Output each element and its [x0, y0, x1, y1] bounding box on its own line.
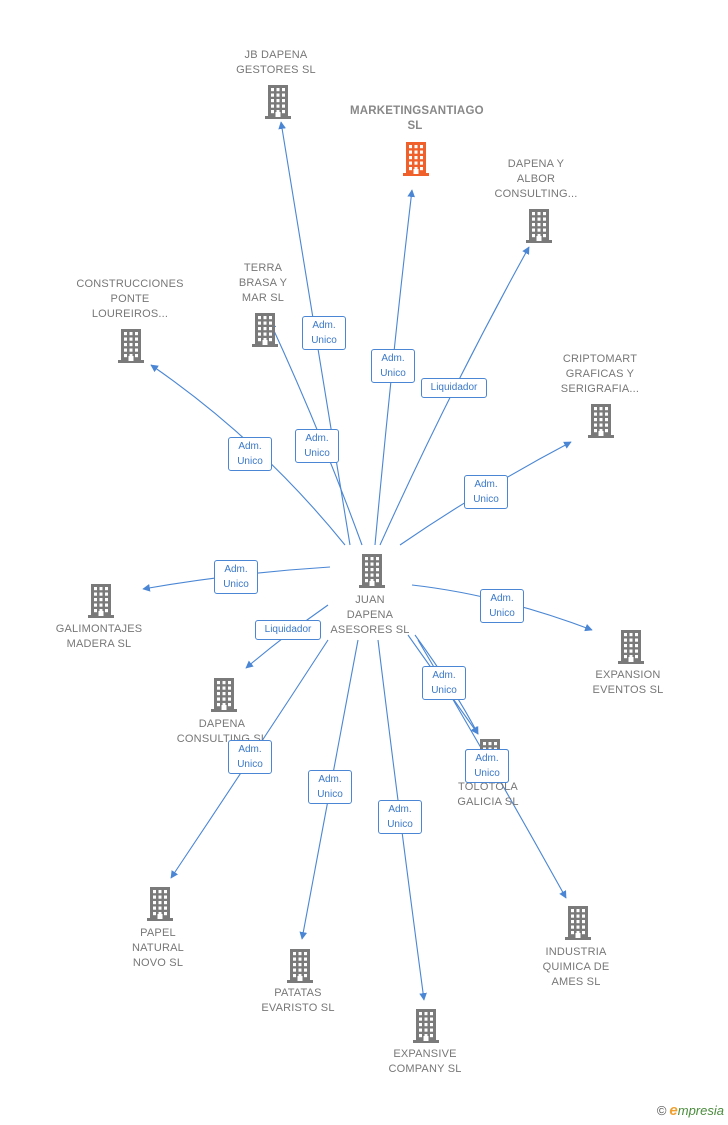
company-name[interactable]: CONSTRUCCIONES PONTE LOUREIROS...	[76, 277, 184, 320]
company-name[interactable]: JB DAPENA GESTORES SL	[236, 49, 316, 76]
relation-label[interactable]: Adm. Unico	[422, 666, 466, 700]
relation-label[interactable]: Adm. Unico	[302, 316, 346, 350]
building-icon[interactable]	[86, 582, 116, 618]
relation-label[interactable]: Adm. Unico	[378, 800, 422, 834]
company-name[interactable]: EXPANSIVE COMPANY SL	[388, 1048, 462, 1075]
relation-label[interactable]: Adm. Unico	[295, 429, 339, 463]
relation-label[interactable]: Liquidador	[255, 620, 321, 640]
relation-label[interactable]: Adm. Unico	[228, 740, 272, 774]
company-name[interactable]: DAPENA Y ALBOR CONSULTING...	[494, 157, 578, 200]
building-icon[interactable]	[524, 207, 554, 243]
relation-label[interactable]: Liquidador	[421, 378, 487, 398]
building-icon[interactable]	[401, 140, 431, 176]
copyright-symbol: ©	[656, 1103, 667, 1118]
building-icon[interactable]	[616, 628, 646, 664]
center-company-name[interactable]: JUAN DAPENA ASESORES SL	[330, 593, 410, 636]
building-icon[interactable]	[411, 1007, 441, 1043]
building-icon[interactable]	[586, 402, 616, 438]
company-name[interactable]: GALIMONTAJES MADERA SL	[55, 623, 143, 650]
relation-label[interactable]: Adm. Unico	[464, 475, 508, 509]
relation-label[interactable]: Adm. Unico	[214, 560, 258, 594]
company-name[interactable]: MARKETINGSANTIAGO SL	[350, 105, 484, 132]
building-icon[interactable]	[116, 327, 146, 363]
building-icon[interactable]	[209, 676, 239, 712]
company-name[interactable]: TERRA BRASA Y MAR SL	[238, 261, 288, 304]
relation-label[interactable]: Adm. Unico	[308, 770, 352, 804]
company-name[interactable]: PATATAS EVARISTO SL	[261, 987, 335, 1014]
brand-name: mpresia	[677, 1103, 724, 1118]
company-name[interactable]: EXPANSION EVENTOS SL	[592, 669, 664, 696]
copyright: ©empresia	[657, 1102, 724, 1119]
relation-label[interactable]: Adm. Unico	[371, 349, 415, 383]
relation-label[interactable]: Adm. Unico	[465, 749, 509, 783]
building-icon[interactable]	[263, 83, 293, 119]
building-icon[interactable]	[285, 947, 315, 983]
building-icon[interactable]	[563, 904, 593, 940]
company-name[interactable]: CRIPTOMART GRAFICAS Y SERIGRAFIA...	[560, 352, 640, 395]
relation-label[interactable]: Adm. Unico	[228, 437, 272, 471]
brand-initial: e	[669, 1102, 678, 1119]
building-icon[interactable]	[250, 311, 280, 347]
company-name[interactable]: PAPEL NATURAL NOVO SL	[132, 926, 184, 969]
company-name[interactable]: TOLOTOLA GALICIA SL	[457, 781, 519, 808]
company-name[interactable]: INDUSTRIA QUIMICA DE AMES SL	[542, 945, 610, 988]
building-icon[interactable]	[357, 552, 387, 588]
relation-label[interactable]: Adm. Unico	[480, 589, 524, 623]
building-icon[interactable]	[145, 885, 175, 921]
